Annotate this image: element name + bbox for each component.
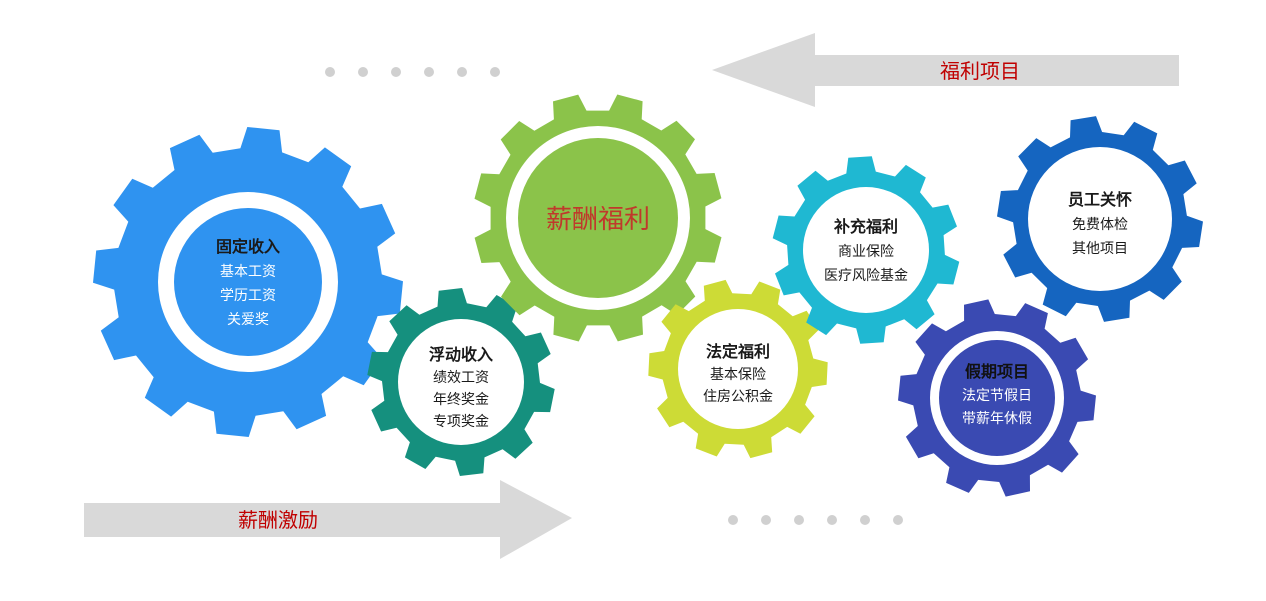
gear-employee-care-item: 免费体检 xyxy=(1072,217,1128,233)
gear-employee-care-item: 其他项目 xyxy=(1072,241,1128,257)
gear-holiday-items-item: 带薪年休假 xyxy=(962,411,1032,427)
top-dot-row xyxy=(325,67,500,77)
gear-supplementary-welfare: 补充福利 商业保险 医疗风险基金 xyxy=(772,156,960,344)
gear-floating-income-title: 浮动收入 xyxy=(429,345,493,364)
gear-holiday-items: 假期项目 法定节假日 带薪年休假 xyxy=(898,299,1096,497)
gear-center-hub xyxy=(518,138,678,298)
gear-employee-care: 员工关怀 免费体检 其他项目 xyxy=(997,116,1203,322)
gear-statutory-welfare: 法定福利 基本保险 住房公积金 xyxy=(648,279,828,459)
gear-center: 薪酬福利 xyxy=(474,94,722,342)
gear-supplementary-welfare-item: 商业保险 xyxy=(838,244,894,260)
gear-statutory-welfare-item: 基本保险 xyxy=(710,366,766,383)
center-title: 薪酬福利 xyxy=(546,205,650,235)
gear-fixed-income-item: 学历工资 xyxy=(220,288,276,304)
gear-statutory-welfare-item: 住房公积金 xyxy=(703,389,773,405)
gear-statutory-welfare-hub xyxy=(678,309,798,429)
bottom-dot-row xyxy=(728,515,903,525)
gear-fixed-income-title: 固定收入 xyxy=(216,237,280,256)
gear-fixed-income-core xyxy=(174,208,322,356)
gear-fixed-income-item: 关爱奖 xyxy=(227,311,269,328)
gear-fixed-income-item: 基本工资 xyxy=(220,263,276,280)
gear-holiday-items-item: 法定节假日 xyxy=(962,388,1032,404)
top-arrow-label: 福利项目 xyxy=(940,59,1020,83)
gear-statutory-welfare-title: 法定福利 xyxy=(706,342,770,361)
gear-floating-income-item: 专项奖金 xyxy=(433,413,489,430)
gear-supplementary-welfare-hub xyxy=(803,187,929,313)
bottom-arrow-label: 薪酬激励 xyxy=(238,508,318,532)
gear-supplementary-welfare-item: 医疗风险基金 xyxy=(824,267,908,284)
gear-holiday-items-title: 假期项目 xyxy=(965,362,1029,381)
gear-floating-income-item: 绩效工资 xyxy=(433,370,489,386)
bottom-arrow: 薪酬激励 xyxy=(84,480,572,559)
gear-floating-income: 浮动收入 绩效工资 年终奖金 专项奖金 xyxy=(367,288,555,476)
gear-employee-care-title: 员工关怀 xyxy=(1068,190,1132,209)
gear-floating-income-hub xyxy=(398,319,524,445)
gear-supplementary-welfare-title: 补充福利 xyxy=(833,217,898,236)
gear-fixed-income: 固定收入 基本工资 学历工资 关爱奖 xyxy=(93,127,403,437)
gear-employee-care-hub xyxy=(1028,147,1172,291)
gear-holiday-items-core xyxy=(939,340,1055,456)
top-arrow: 福利项目 xyxy=(712,33,1179,107)
gear-floating-income-item: 年终奖金 xyxy=(433,391,489,408)
